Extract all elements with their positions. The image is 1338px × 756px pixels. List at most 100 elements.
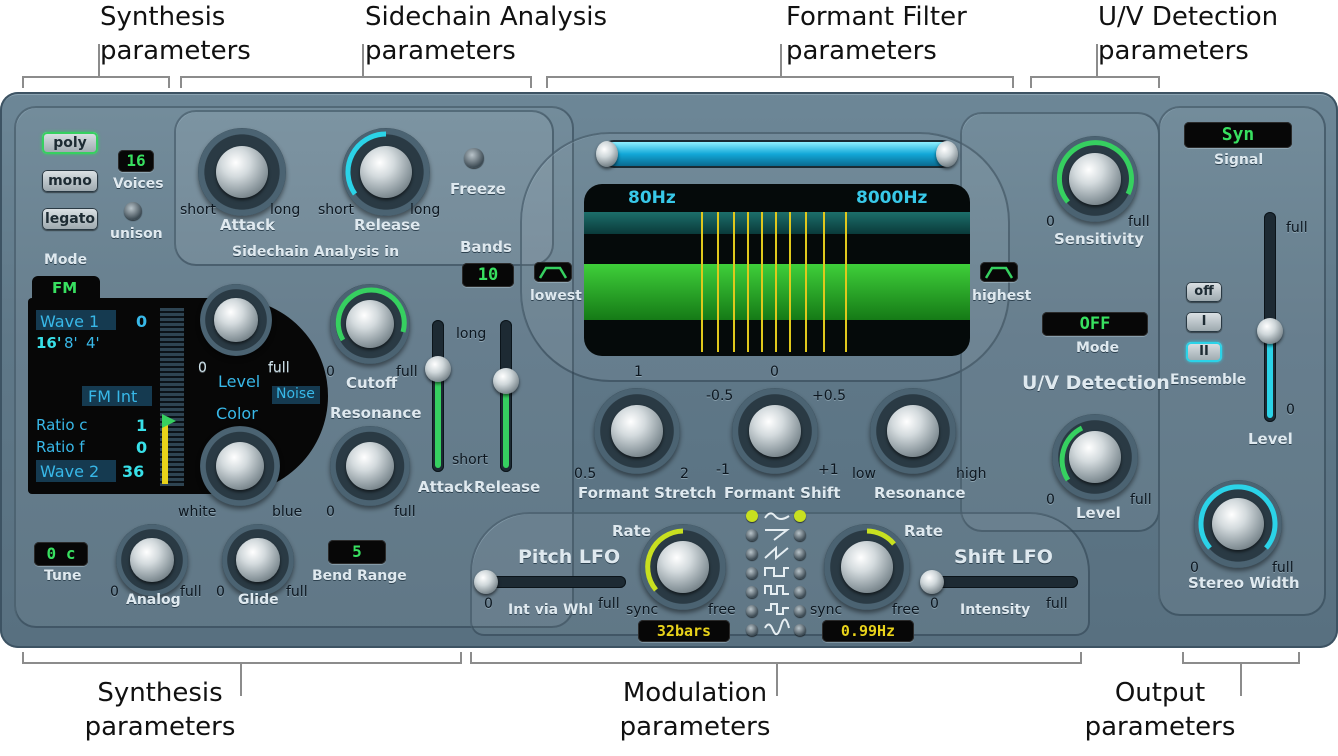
level-knob[interactable] <box>200 284 272 356</box>
ratio-f-value[interactable]: 0 <box>136 438 148 457</box>
shift-wave-led-2[interactable] <box>794 529 806 541</box>
formant-shift-knob[interactable] <box>732 388 818 474</box>
shift-lfo-rate-knob[interactable] <box>824 524 910 610</box>
legato-button[interactable]: legato <box>42 208 98 230</box>
octave-4[interactable]: 4' <box>86 334 100 352</box>
analog-knob[interactable] <box>116 524 188 596</box>
lowest-label: lowest <box>530 288 582 304</box>
attack-knob[interactable] <box>198 128 286 216</box>
output-level-handle[interactable] <box>1257 318 1283 344</box>
env-attack-handle[interactable] <box>425 356 451 382</box>
shift-rate-display[interactable]: 0.99Hz <box>822 620 914 642</box>
glide-knob[interactable] <box>222 524 294 596</box>
shift-intensity-slider[interactable] <box>924 576 1078 588</box>
pitch-wave-led-4[interactable] <box>746 567 758 579</box>
stretch-min-label: 0.5 <box>574 466 597 482</box>
wave2-field[interactable] <box>36 460 116 482</box>
shift-wave-led-6[interactable] <box>794 605 806 617</box>
shift-wave-led-3[interactable] <box>794 548 806 560</box>
formant-range-high-handle[interactable] <box>936 141 958 167</box>
cutoff-max-label: full <box>396 364 418 380</box>
highest-filter-button[interactable] <box>980 262 1018 282</box>
uv-level-min-label: 0 <box>1046 492 1055 508</box>
pitch-wave-led-6[interactable] <box>746 605 758 617</box>
ratio-c-value[interactable]: 1 <box>136 416 148 435</box>
glide-max-label: full <box>286 584 308 600</box>
formant-stretch-label: Formant Stretch <box>578 484 717 502</box>
uv-level-knob[interactable] <box>1052 414 1138 500</box>
int-via-whl-slider[interactable] <box>478 576 626 588</box>
uv-mode-label: Mode <box>1076 340 1120 356</box>
lfo-waveform-selector[interactable] <box>746 510 808 640</box>
intensity-max-label: full <box>1046 596 1068 612</box>
fm-int-field[interactable] <box>82 386 152 406</box>
resonance-knob[interactable] <box>330 426 410 506</box>
wave1-value: 0 <box>136 312 148 331</box>
env-long-label: long <box>456 326 487 342</box>
pitch-wave-led-1[interactable] <box>746 510 758 522</box>
shift-wave-led-4[interactable] <box>794 567 806 579</box>
uv-mode-display[interactable]: OFF <box>1042 312 1148 336</box>
ratio-c-label: Ratio c <box>36 416 88 434</box>
ensemble-off-button[interactable]: off <box>1186 282 1222 302</box>
pitch-wave-led-7[interactable] <box>746 624 758 636</box>
shift-intensity-handle[interactable] <box>920 570 944 594</box>
wave1-field[interactable] <box>36 310 116 330</box>
pitch-lfo-title: Pitch LFO <box>518 546 621 568</box>
output-level-track[interactable] <box>1264 212 1276 422</box>
tune-display[interactable]: 0 c <box>34 542 88 566</box>
env-release-handle[interactable] <box>493 368 519 394</box>
release-knob[interactable] <box>342 128 430 216</box>
formant-shift-label: Formant Shift <box>724 484 841 502</box>
env-short-label: short <box>452 452 488 468</box>
shift-wave-led-7[interactable] <box>794 624 806 636</box>
fm-int-label: FM Int <box>88 387 138 406</box>
cutoff-knob[interactable] <box>330 284 410 364</box>
ensemble-2-button[interactable]: II <box>1186 342 1222 362</box>
bands-display[interactable]: 10 <box>462 263 514 287</box>
octave-8[interactable]: 8' <box>64 334 78 352</box>
env-attack-track[interactable] <box>432 320 444 472</box>
shift-left-label: -0.5 <box>706 388 734 404</box>
env-release-track[interactable] <box>500 320 512 472</box>
sensitivity-knob[interactable] <box>1052 136 1138 222</box>
pitch-wave-led-5[interactable] <box>746 586 758 598</box>
ensemble-1-button[interactable]: I <box>1186 312 1222 332</box>
formant-resonance-knob[interactable] <box>870 388 956 474</box>
analog-max-label: full <box>180 584 202 600</box>
attack-min-label: short <box>180 202 216 218</box>
pitch-rate-display[interactable]: 32bars <box>638 620 730 642</box>
mono-button[interactable]: mono <box>42 170 98 192</box>
freeze-button[interactable] <box>464 148 484 168</box>
highest-label: highest <box>972 288 1032 304</box>
shift-wave-led-1[interactable] <box>794 510 806 522</box>
octave-16[interactable]: 16' <box>36 334 62 352</box>
lowest-filter-button[interactable] <box>534 262 572 282</box>
color-knob[interactable] <box>200 426 280 506</box>
signal-display[interactable]: Syn <box>1184 122 1292 148</box>
poly-button[interactable]: poly <box>42 132 98 154</box>
output-level-max-label: full <box>1286 220 1308 236</box>
bend-range-label: Bend Range <box>312 568 407 584</box>
shift-wave-led-5[interactable] <box>794 586 806 598</box>
ensemble-label: Ensemble <box>1170 372 1247 388</box>
resonance-min-label: 0 <box>326 504 335 520</box>
unison-toggle[interactable] <box>124 202 142 220</box>
pitch-wave-led-2[interactable] <box>746 529 758 541</box>
formant-stretch-knob[interactable] <box>594 388 680 474</box>
fm-tab[interactable] <box>32 276 100 300</box>
voices-label: Voices <box>113 176 164 192</box>
stereo-width-knob[interactable] <box>1194 480 1282 568</box>
color-min-label: white <box>178 504 217 520</box>
resonance-max-label: full <box>394 504 416 520</box>
analog-label: Analog <box>126 592 181 608</box>
formant-range-bar[interactable] <box>602 142 954 166</box>
noise-button[interactable] <box>272 386 320 404</box>
bend-range-display[interactable]: 5 <box>328 540 386 564</box>
voices-display[interactable]: 16 <box>118 150 154 172</box>
int-via-whl-handle[interactable] <box>474 570 498 594</box>
formant-range-low-handle[interactable] <box>596 141 618 167</box>
pitch-lfo-rate-knob[interactable] <box>640 524 726 610</box>
pitch-wave-led-3[interactable] <box>746 548 758 560</box>
